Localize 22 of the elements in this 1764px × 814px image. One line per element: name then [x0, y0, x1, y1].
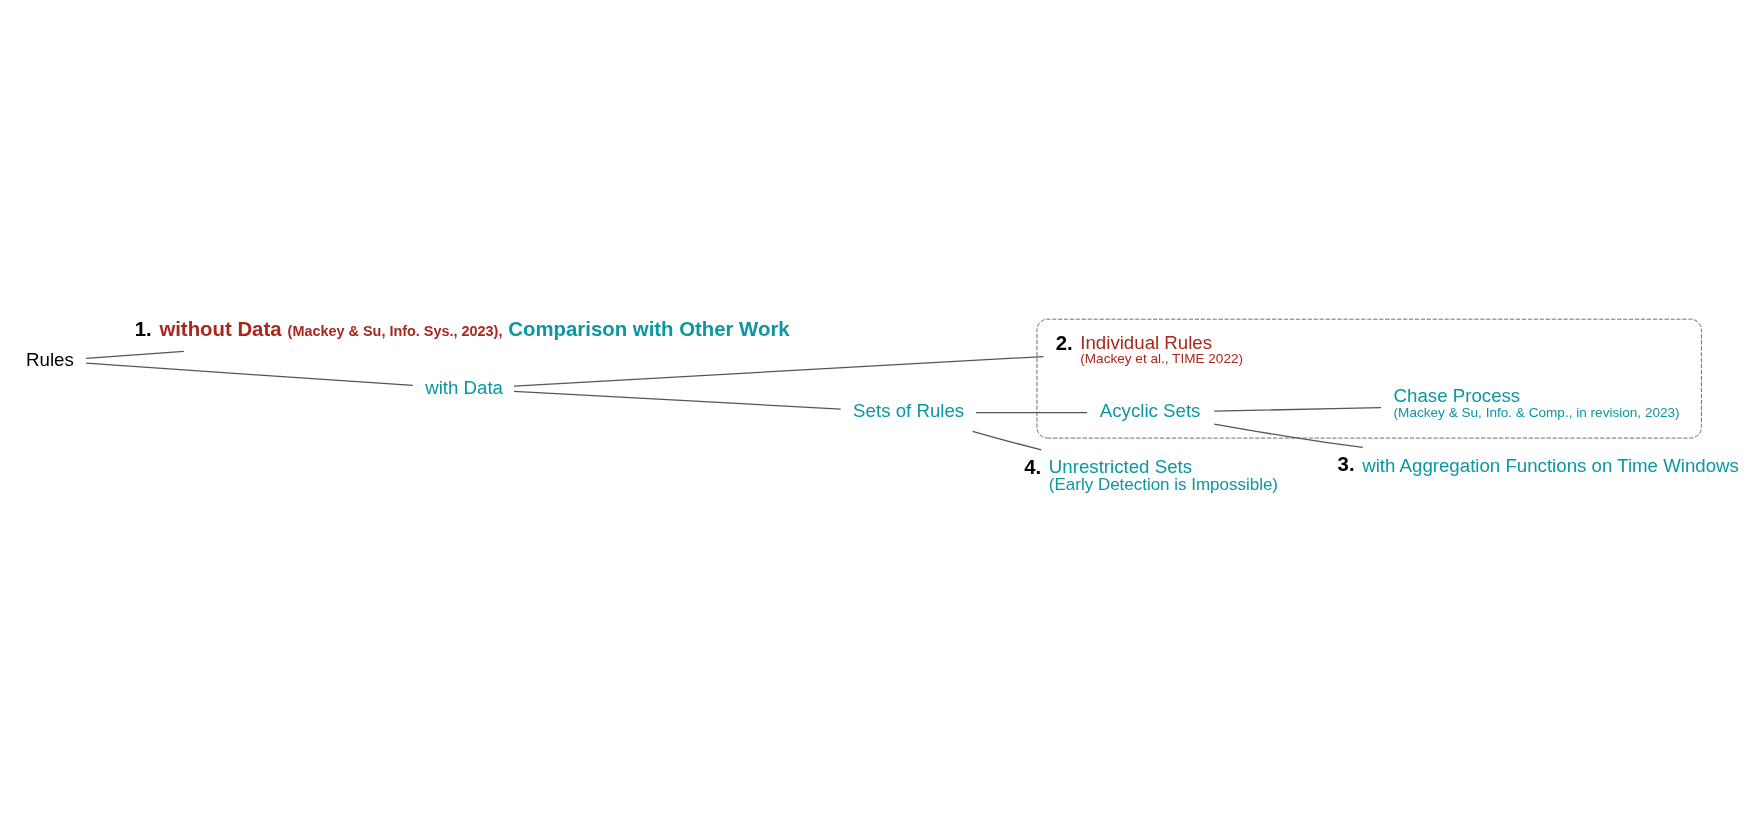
connector: [513, 390, 842, 410]
node-text: with Aggregation Functions on Time Windows: [1362, 454, 1739, 476]
node-text: Sets of Rules: [853, 399, 965, 421]
connector: [1213, 423, 1364, 448]
connector: [1213, 406, 1382, 412]
node-label: 1.: [134, 317, 152, 340]
node-text: Acyclic Sets: [1099, 399, 1201, 421]
connector: [975, 411, 1088, 413]
node-text: Unrestricted Sets (Early Detection is Impossible): [1048, 455, 1279, 494]
node-text: Rules: [26, 348, 74, 370]
cluster: [1036, 318, 1702, 438]
node-label: 2.: [1055, 331, 1073, 354]
node-label: 4.: [1024, 455, 1042, 478]
connector: [972, 430, 1042, 450]
connector: [85, 350, 185, 359]
node-text: without Data (Mackey & Su, Info. Sys., 2023), Comparison with Other Work: [159, 317, 790, 340]
node-text: with Data: [425, 376, 504, 398]
node-label: 3.: [1337, 452, 1355, 475]
node-text: Chase Process (Mackey & Su, Info. & Comp., in revision, 2023): [1393, 384, 1680, 420]
node-text: Individual Rules (Mackey et al., TIME 2022): [1080, 331, 1244, 366]
connector: [85, 362, 414, 386]
connector: [513, 355, 1045, 387]
